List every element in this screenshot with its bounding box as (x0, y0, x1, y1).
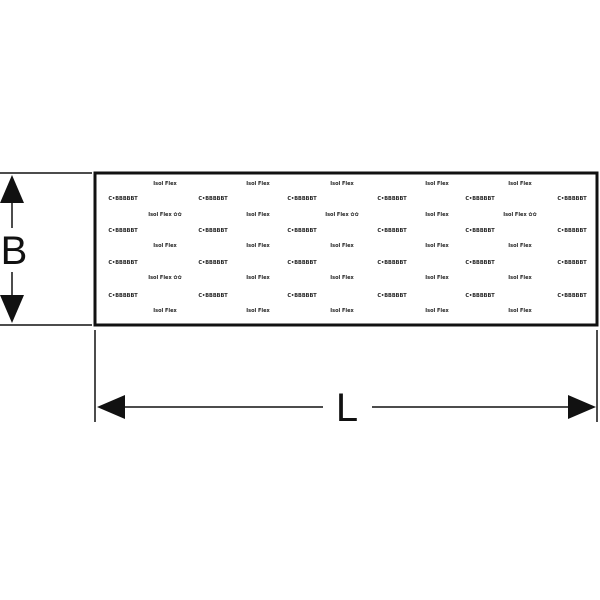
print-brand-text: C•BBBBBT (377, 196, 407, 202)
print-brand-text: C•BBBBBT (377, 260, 407, 266)
print-brand-text: C•BBBBBT (377, 293, 407, 299)
print-brand-text: C•BBBBBT (198, 260, 228, 266)
l-arrow-left-icon (97, 395, 125, 419)
print-brand-text: C•BBBBBT (198, 196, 228, 202)
print-isol-flex: Isol Flex (425, 275, 449, 281)
print-brand-text: C•BBBBBT (108, 196, 138, 202)
b-dimension-label: B (1, 229, 28, 273)
print-brand-text: C•BBBBBT (557, 196, 587, 202)
print-isol-flex: Isol Flex (508, 181, 532, 187)
print-brand-text: C•BBBBBT (465, 196, 495, 202)
print-brand-text: C•BBBBBT (465, 293, 495, 299)
b-arrow-down-icon (0, 295, 24, 323)
print-brand-text: C•BBBBBT (287, 293, 317, 299)
print-isol-flex: Isol Flex (425, 181, 449, 187)
print-isol-flex: Isol Flex ✿✿ (148, 275, 182, 281)
print-isol-flex: Isol Flex (246, 308, 270, 314)
print-brand-text: C•BBBBBT (108, 228, 138, 234)
print-brand-text: C•BBBBBT (108, 260, 138, 266)
print-isol-flex: Isol Flex (330, 308, 354, 314)
print-isol-flex: Isol Flex (330, 275, 354, 281)
print-isol-flex: Isol Flex (153, 181, 177, 187)
print-brand-text: C•BBBBBT (377, 228, 407, 234)
print-brand-text: C•BBBBBT (465, 228, 495, 234)
l-arrow-right-icon (568, 395, 596, 419)
panel-outline (93, 171, 599, 327)
print-isol-flex: Isol Flex (508, 275, 532, 281)
print-brand-text: C•BBBBBT (287, 196, 317, 202)
print-isol-flex: Isol Flex ✿✿ (325, 212, 359, 218)
b-arrow-up-icon (0, 175, 24, 203)
print-brand-text: C•BBBBBT (557, 228, 587, 234)
print-isol-flex: Isol Flex (508, 308, 532, 314)
print-brand-text: C•BBBBBT (557, 260, 587, 266)
l-dimension-label: L (336, 386, 358, 430)
print-isol-flex: Isol Flex (330, 181, 354, 187)
print-brand-text: C•BBBBBT (287, 228, 317, 234)
print-isol-flex: Isol Flex (330, 243, 354, 249)
print-brand-text: C•BBBBBT (465, 260, 495, 266)
print-isol-flex: Isol Flex (425, 243, 449, 249)
print-isol-flex: Isol Flex (425, 308, 449, 314)
print-isol-flex: Isol Flex ✿✿ (148, 212, 182, 218)
print-isol-flex: Isol Flex (246, 243, 270, 249)
print-isol-flex: Isol Flex (246, 181, 270, 187)
print-brand-text: C•BBBBBT (198, 228, 228, 234)
print-isol-flex: Isol Flex (425, 212, 449, 218)
print-brand-text: C•BBBBBT (557, 293, 587, 299)
print-brand-text: C•BBBBBT (108, 293, 138, 299)
print-isol-flex: Isol Flex ✿✿ (503, 212, 537, 218)
print-isol-flex: Isol Flex (246, 275, 270, 281)
print-isol-flex: Isol Flex (153, 308, 177, 314)
print-brand-text: C•BBBBBT (287, 260, 317, 266)
print-isol-flex: Isol Flex (508, 243, 532, 249)
print-brand-text: C•BBBBBT (198, 293, 228, 299)
print-isol-flex: Isol Flex (246, 212, 270, 218)
print-isol-flex: Isol Flex (153, 243, 177, 249)
